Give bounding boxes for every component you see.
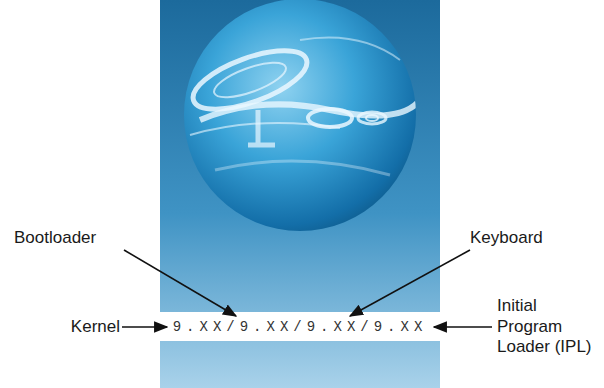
leader-arrow [124,250,236,316]
part-label: Kernel [71,317,120,337]
part-label: Initial Program Loader (IPL) [497,296,597,357]
leader-arrow [434,326,492,328]
leader-arrow [122,326,167,328]
version-text: 9.XX/9.XX/9.XX/9.XX [173,319,428,336]
leader-arrow [350,250,470,316]
part-label: Bootloader [14,228,96,248]
background [160,0,440,388]
part-label: Keyboard [470,228,543,248]
globe-swirls [186,38,420,176]
version-strip [160,312,440,341]
leader-arrows [122,250,492,327]
